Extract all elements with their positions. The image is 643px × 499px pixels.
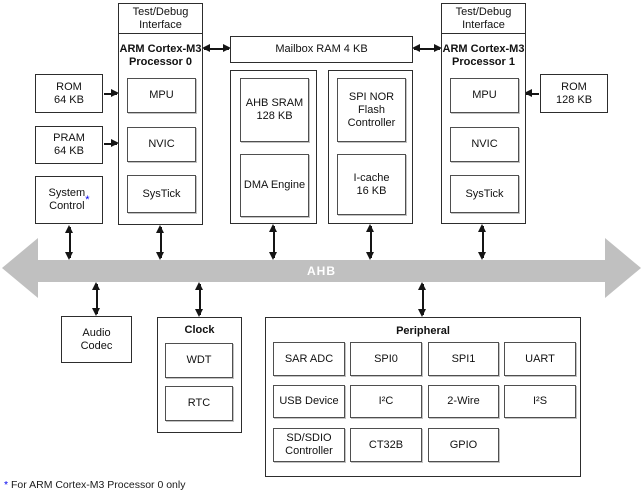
- system-control-label: System Control: [48, 187, 86, 212]
- gpio: GPIO: [428, 428, 499, 462]
- footnote-asterisk: *: [4, 479, 9, 491]
- system-control-asterisk: *: [85, 193, 90, 206]
- footnote-text: For ARM Cortex-M3 Processor 0 only: [11, 479, 186, 491]
- i2c: I²C: [350, 385, 422, 418]
- spi-nor-flash-controller: SPI NOR Flash Controller: [337, 78, 406, 142]
- audio-codec: Audio Codec: [61, 316, 132, 363]
- rom-64kb: ROM 64 KB: [35, 74, 103, 113]
- rom-128kb: ROM 128 KB: [540, 74, 608, 113]
- arrow-rom1-processor1-icon: [524, 89, 541, 98]
- processor1-systick: SysTick: [450, 175, 519, 213]
- arrow-ahb-clock-icon: [195, 282, 204, 317]
- dma-engine: DMA Engine: [240, 154, 309, 217]
- processor0-panel: ARM Cortex-M3 Processor 0 MPU NVIC SysTi…: [118, 33, 203, 225]
- ahb-bus-label: AHB: [307, 264, 336, 278]
- processor1-title: ARM Cortex-M3 Processor 1: [442, 43, 525, 68]
- arrow-processor0-mailbox-icon: [202, 44, 231, 53]
- arrow-system-control-ahb-icon: [65, 225, 74, 260]
- sar-adc: SAR ADC: [273, 342, 345, 376]
- icache-16kb: I-cache 16 KB: [337, 154, 406, 215]
- processor0-title: ARM Cortex-M3 Processor 0: [119, 43, 202, 68]
- spi0: SPI0: [350, 342, 422, 376]
- processor0-mpu: MPU: [127, 78, 196, 113]
- uart: UART: [504, 342, 576, 376]
- arrow-processor0-ahb-icon: [156, 225, 165, 260]
- arrow-rom0-processor0-icon: [102, 89, 119, 98]
- test-debug-interface-0: Test/Debug Interface: [118, 3, 203, 34]
- ahb-bus-left-arrowhead-icon: [2, 238, 38, 298]
- i2s: I²S: [504, 385, 576, 418]
- arrow-processor1-ahb-icon: [478, 224, 487, 260]
- arrow-sram-dma-ahb-icon: [269, 224, 278, 260]
- arrow-ahb-audio-codec-icon: [92, 282, 101, 316]
- ahb-bus-right-arrowhead-icon: [605, 238, 641, 298]
- arrow-pram-processor0-icon: [102, 139, 119, 148]
- wdt: WDT: [165, 343, 233, 378]
- arrow-spinor-ahb-icon: [366, 224, 375, 260]
- processor0-nvic: NVIC: [127, 127, 196, 162]
- arrow-mailbox-processor1-icon: [412, 44, 442, 53]
- rtc: RTC: [165, 386, 233, 421]
- ahb-bus: [38, 260, 605, 282]
- ct32b: CT32B: [350, 428, 422, 462]
- spi1: SPI1: [428, 342, 499, 376]
- system-control: System Control*: [35, 176, 103, 224]
- peripheral-title: Peripheral: [396, 325, 450, 337]
- clock-title: Clock: [184, 324, 215, 336]
- processor0-systick: SysTick: [127, 175, 196, 213]
- pram-64kb: PRAM 64 KB: [35, 126, 103, 164]
- sd-sdio-controller: SD/SDIO Controller: [273, 428, 345, 462]
- footnote: * For ARM Cortex-M3 Processor 0 only: [4, 479, 185, 491]
- arrow-ahb-peripheral-icon: [418, 282, 427, 317]
- test-debug-interface-1: Test/Debug Interface: [441, 3, 526, 34]
- clock-panel: Clock WDT RTC: [157, 317, 242, 433]
- mailbox-ram: Mailbox RAM 4 KB: [230, 36, 413, 63]
- flash-cache-panel: SPI NOR Flash Controller I-cache 16 KB: [328, 70, 413, 224]
- sram-dma-panel: AHB SRAM 128 KB DMA Engine: [230, 70, 317, 224]
- processor1-panel: ARM Cortex-M3 Processor 1 MPU NVIC SysTi…: [441, 33, 526, 224]
- two-wire: 2-Wire: [428, 385, 499, 418]
- processor1-nvic: NVIC: [450, 127, 519, 162]
- peripheral-panel: Peripheral SAR ADC SPI0 SPI1 UART USB De…: [265, 317, 581, 477]
- processor1-mpu: MPU: [450, 78, 519, 113]
- usb-device: USB Device: [273, 385, 345, 418]
- ahb-sram-128kb: AHB SRAM 128 KB: [240, 78, 309, 142]
